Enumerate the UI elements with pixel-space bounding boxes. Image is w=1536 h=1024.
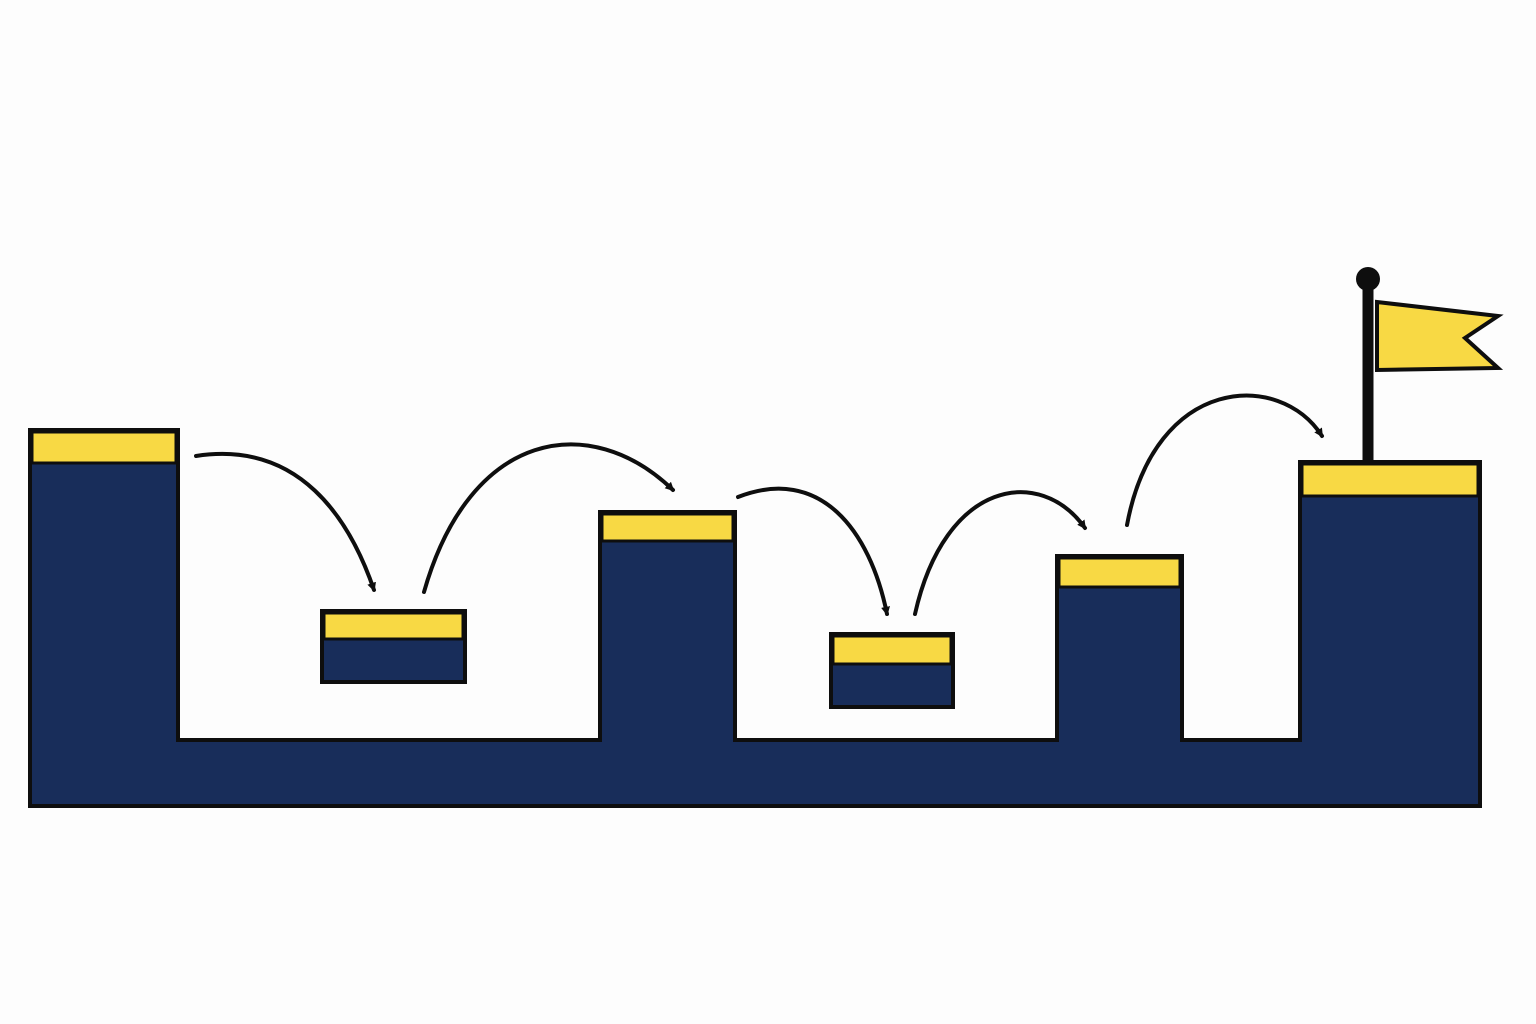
jump-arrow-2-curved-arrow-icon bbox=[422, 442, 675, 594]
ground-terrain bbox=[28, 428, 1482, 808]
jump-arrow-5-curved-arrow-icon bbox=[1125, 393, 1324, 527]
floating-platform-2 bbox=[829, 632, 955, 709]
middle-pillar-2-top bbox=[1057, 556, 1182, 589]
goal-pillar-top bbox=[1300, 462, 1480, 498]
jump-arrow-1-curved-arrow-icon bbox=[194, 452, 376, 592]
middle-pillar-1-top bbox=[600, 512, 735, 543]
goal-flag-icon bbox=[1356, 267, 1504, 463]
start-pillar-top bbox=[30, 430, 178, 465]
jump-arrow-4-curved-arrow-icon bbox=[913, 490, 1087, 616]
floating-platform-1 bbox=[320, 609, 467, 684]
jump-arrow-3-curved-arrow-icon bbox=[736, 486, 890, 616]
